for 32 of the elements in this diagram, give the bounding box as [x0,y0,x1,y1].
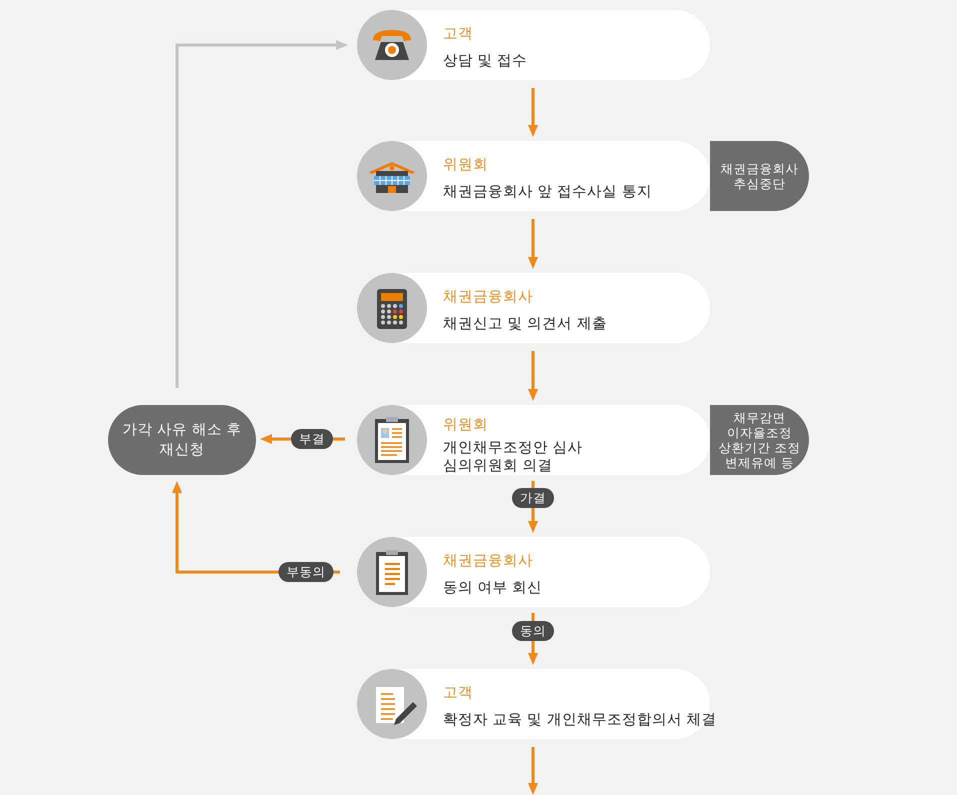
arrow [528,219,538,269]
arrow [528,747,538,795]
step-text: 확정자 교육 및 개인채무조정합의서 체결 [443,711,716,729]
arrow [528,351,538,401]
step-box [357,141,710,211]
note-text: 변제유예 등 [725,455,794,470]
role-label: 채권금융회사 [443,552,533,570]
note-pill [710,141,809,211]
arrow [528,88,538,137]
note-text: 이자율조정 [727,425,792,440]
edge-label: 부동의 [278,562,334,582]
arrow [176,40,348,388]
role-label: 위원회 [443,156,488,174]
step-text: 상담 및 접수 [443,52,528,70]
note-text: 채권금융회사 추심중단 [720,161,800,191]
step-box [357,405,710,475]
step-text: 심의위원회 의결 [443,457,553,475]
note-text: 상환기간 조정 [718,440,800,455]
step-text: 채권금융회사 앞 접수사실 통지 [443,183,652,201]
note-text: 채무감면 [734,410,786,425]
role-label: 위원회 [443,416,488,434]
step-text: 개인채무조정안 심사 [443,439,583,457]
note-pill [710,405,809,475]
step-text: 동의 여부 회신 [443,579,542,597]
step-text: 채권신고 및 의견서 제출 [443,315,607,333]
edge-label: 동의 [512,621,554,641]
role-label: 고객 [443,684,473,702]
edge-label: 가결 [512,488,554,508]
edge-label: 부결 [291,429,333,449]
role-label: 고객 [443,25,473,43]
note-text: 가각 사유 해소 후 재신청 [122,421,242,460]
role-label: 채권금융회사 [443,288,533,306]
